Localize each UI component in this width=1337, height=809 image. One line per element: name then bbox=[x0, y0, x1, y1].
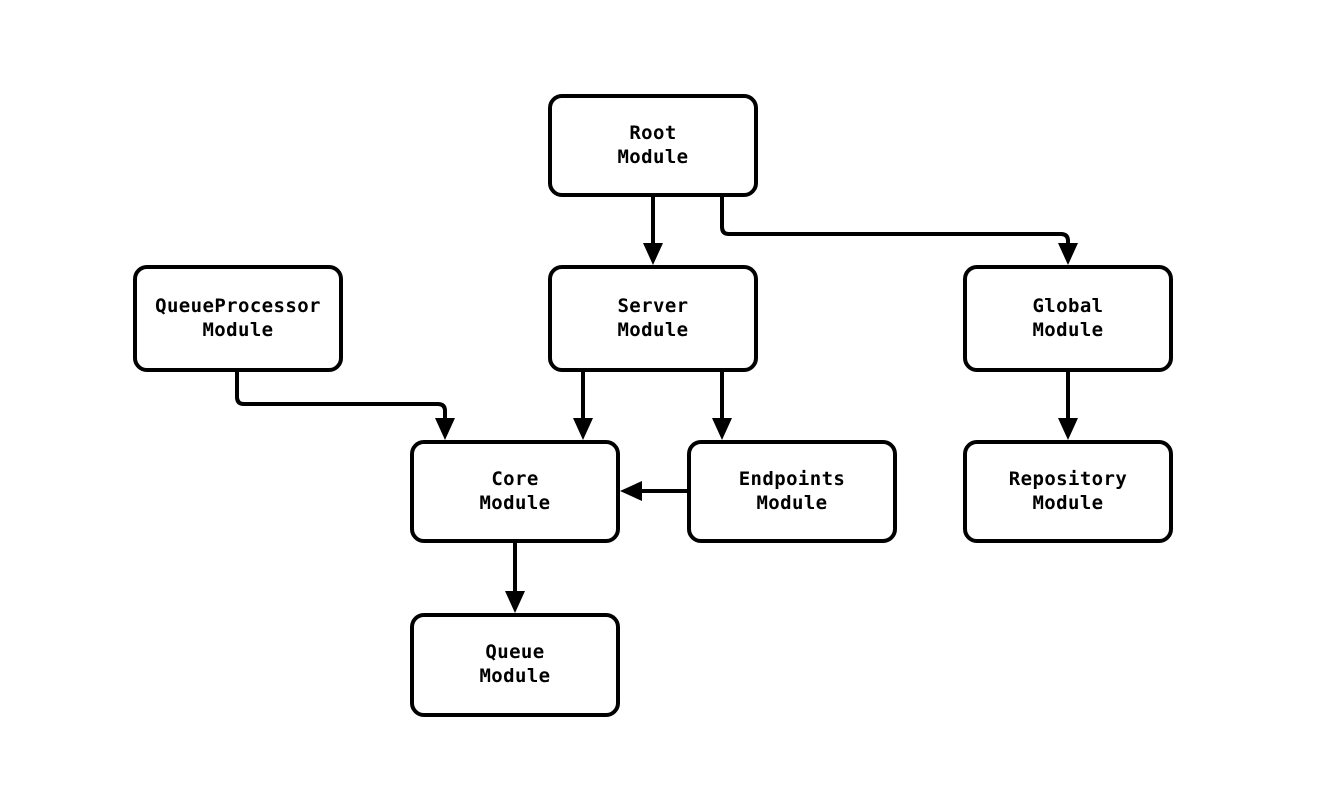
node-queue-module[interactable]: Queue Module bbox=[410, 613, 620, 717]
edge-root-to-global bbox=[720, 197, 1078, 265]
node-core-module[interactable]: Core Module bbox=[410, 440, 620, 543]
node-endpoints-module-label: Endpoints Module bbox=[738, 467, 846, 514]
node-global-module-label: Global Module bbox=[1032, 294, 1104, 341]
node-queueprocessor-module-label: QueueProcessor Module bbox=[155, 294, 321, 341]
node-queue-module-label: Queue Module bbox=[479, 641, 551, 687]
edge-root-to-server bbox=[643, 197, 663, 265]
edge-global-to-repository bbox=[1058, 372, 1078, 440]
edge-core-to-queue bbox=[505, 543, 525, 613]
node-server-module-label: Server Module bbox=[617, 294, 689, 341]
node-repository-module[interactable]: Repository Module bbox=[963, 440, 1173, 543]
node-root-module-label: Root Module bbox=[617, 121, 689, 168]
edge-server-to-core bbox=[573, 372, 593, 440]
node-server-module[interactable]: Server Module bbox=[548, 265, 758, 372]
edge-endpoints-to-core bbox=[620, 481, 687, 501]
node-root-module[interactable]: Root Module bbox=[548, 94, 758, 197]
node-repository-module-label: Repository Module bbox=[1008, 467, 1128, 514]
edge-queueprocessor-to-core bbox=[235, 372, 455, 440]
node-global-module[interactable]: Global Module bbox=[963, 265, 1173, 372]
node-endpoints-module[interactable]: Endpoints Module bbox=[687, 440, 897, 543]
node-queueprocessor-module[interactable]: QueueProcessor Module bbox=[133, 265, 343, 372]
node-core-module-label: Core Module bbox=[479, 467, 551, 514]
edge-server-to-endpoints bbox=[712, 372, 732, 440]
